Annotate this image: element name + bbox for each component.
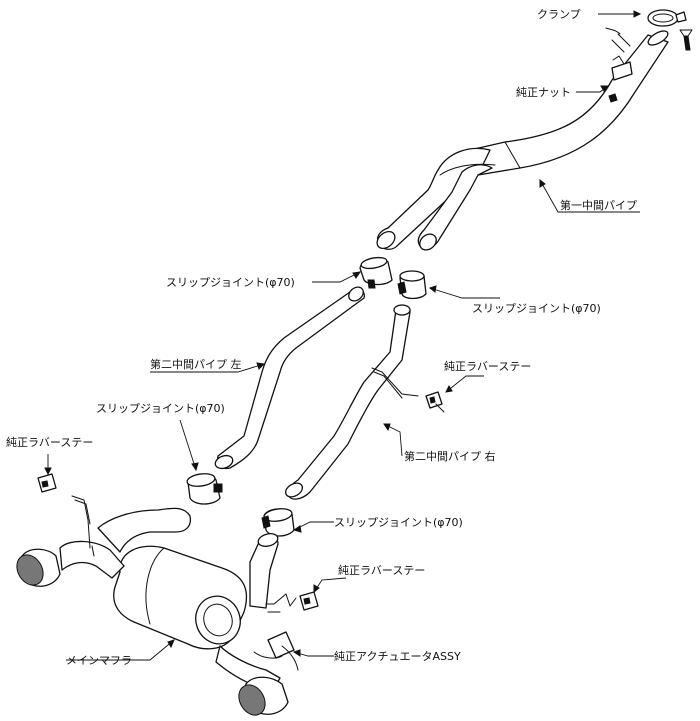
oem-rubber-stay-bottom-part xyxy=(299,591,319,611)
slip-joint-mid-left-part xyxy=(186,473,223,505)
second-mid-pipe-left xyxy=(214,286,365,470)
leader-lines xyxy=(44,10,642,661)
slip-joint-upper-left-part xyxy=(359,256,393,289)
second-mid-pipe-right xyxy=(284,304,419,500)
oem-rubber-stay-right-part xyxy=(425,391,445,413)
label-slip-joint-lower: スリップジョイント(φ70) xyxy=(334,516,463,529)
slip-joint-lower-part xyxy=(261,508,295,537)
label-slip-joint-upper-right: スリップジョイント(φ70) xyxy=(472,302,601,315)
label-oem-actuator-assy: 純正アクチュエータASSY xyxy=(334,650,461,663)
oem-actuator-assy-part xyxy=(253,631,299,671)
slip-joint-upper-right-part xyxy=(397,270,427,300)
label-main-muffler: メインマフラー xyxy=(66,654,143,667)
oem-rubber-stay-left-part xyxy=(37,473,57,493)
first-mid-pipe xyxy=(376,27,693,251)
label-oem-rubber-stay-bottom: 純正ラバーステー xyxy=(338,564,425,577)
label-oem-rubber-stay-left: 純正ラバーステー xyxy=(6,436,93,449)
label-second-mid-pipe-left: 第二中間パイプ 左 xyxy=(150,357,242,371)
label-slip-joint-mid-left: スリップジョイント(φ70) xyxy=(96,402,225,415)
label-first-mid-pipe: 第一中間パイプ xyxy=(560,198,637,212)
label-clamp: クランプ xyxy=(537,8,581,21)
label-slip-joint-upper-left: スリップジョイント(φ70) xyxy=(166,276,295,289)
oem-nut-part xyxy=(608,93,618,103)
main-muffler-part xyxy=(16,495,297,716)
clamp-part xyxy=(647,9,687,27)
label-oem-nut: 純正ナット xyxy=(516,86,571,99)
label-second-mid-pipe-right: 第二中間パイプ 右 xyxy=(404,449,496,463)
label-oem-rubber-stay-right: 純正ラバーステー xyxy=(444,360,531,373)
